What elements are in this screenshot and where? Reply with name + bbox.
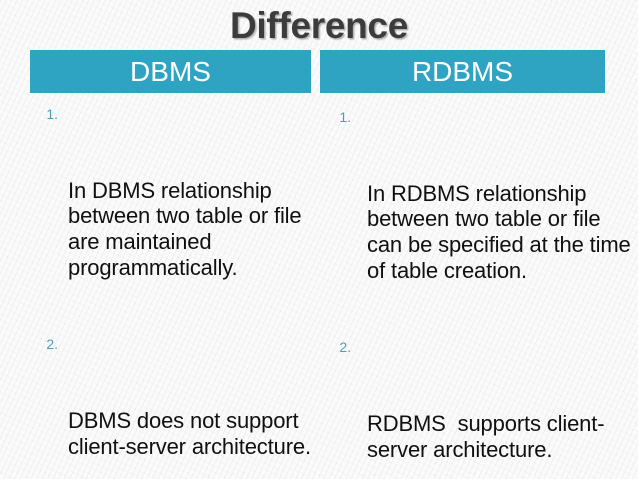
list-marker: 2.	[46, 336, 58, 353]
column-dbms-list: 1. In DBMS relationship between two tabl…	[22, 101, 314, 479]
page-title: Difference	[230, 5, 408, 46]
list-item: 2. RDBMS supports client-server architec…	[325, 334, 633, 479]
list-item: 2. DBMS does not support client-server a…	[22, 331, 314, 479]
list-item-text: In DBMS relationship between two table o…	[68, 177, 308, 280]
list-item-text: DBMS does not support client-server arch…	[68, 408, 311, 459]
column-header-rdbms: RDBMS	[320, 50, 605, 93]
list-item: 1. In DBMS relationship between two tabl…	[22, 101, 314, 331]
column-header-dbms: DBMS	[30, 50, 311, 93]
list-marker: 1.	[46, 106, 58, 122]
column-rdbms-list: 1. In RDBMS relationship between two tab…	[325, 104, 633, 479]
list-item: 1. In RDBMS relationship between two tab…	[325, 104, 633, 334]
list-item-text: RDBMS supports client-server architectur…	[367, 411, 605, 462]
list-marker: 1.	[339, 109, 351, 125]
list-item-text: In RDBMS relationship between two table …	[367, 180, 637, 283]
list-marker: 2.	[339, 339, 351, 356]
